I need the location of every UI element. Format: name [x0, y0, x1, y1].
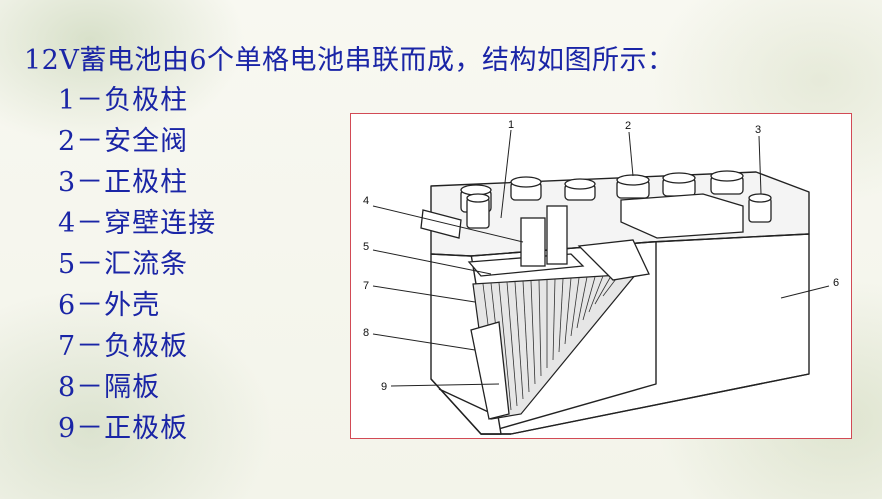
legend-item-9: 9－正极板 — [58, 413, 189, 444]
callout-6: 6 — [833, 277, 839, 289]
slide-heading: 12V蓄电池由6个单格电池串联而成，结构如图所示： — [24, 45, 675, 76]
callout-3: 3 — [755, 124, 761, 136]
battery-diagram: 1 2 3 4 5 6 7 8 9 — [363, 119, 839, 435]
cell-connector — [520, 217, 546, 267]
legend-item-1: 1－负极柱 — [58, 85, 189, 116]
legend-item-2: 2－安全阀 — [58, 126, 189, 157]
parts-legend: 1－负极柱 2－安全阀 3－正极柱 4－穿壁连接 5－汇流条 6－外壳 7－负极… — [58, 80, 216, 449]
battery-diagram-frame: 1 2 3 4 5 6 7 8 9 — [350, 113, 852, 439]
callout-7: 7 — [363, 280, 369, 292]
divider-wall — [577, 239, 650, 281]
case-base — [430, 373, 810, 435]
legend-item-6: 6－外壳 — [58, 290, 161, 321]
leader-lines — [372, 129, 830, 387]
legend-item-5: 5－汇流条 — [58, 249, 189, 280]
legend-item-7: 7－负极板 — [58, 331, 189, 362]
callout-1: 1 — [508, 119, 514, 131]
separator-sheet — [470, 321, 510, 420]
legend-item-3: 3－正极柱 — [58, 167, 189, 198]
callout-2: 2 — [625, 120, 631, 132]
callout-5: 5 — [363, 241, 369, 253]
cover-block — [620, 193, 744, 239]
callout-4: 4 — [363, 195, 369, 207]
through-wall-link — [546, 205, 568, 265]
legend-item-4: 4－穿壁连接 — [58, 208, 217, 239]
callout-9: 9 — [381, 381, 387, 393]
case-lug — [420, 209, 462, 239]
legend-item-8: 8－隔板 — [58, 372, 161, 403]
callout-8: 8 — [363, 327, 369, 339]
